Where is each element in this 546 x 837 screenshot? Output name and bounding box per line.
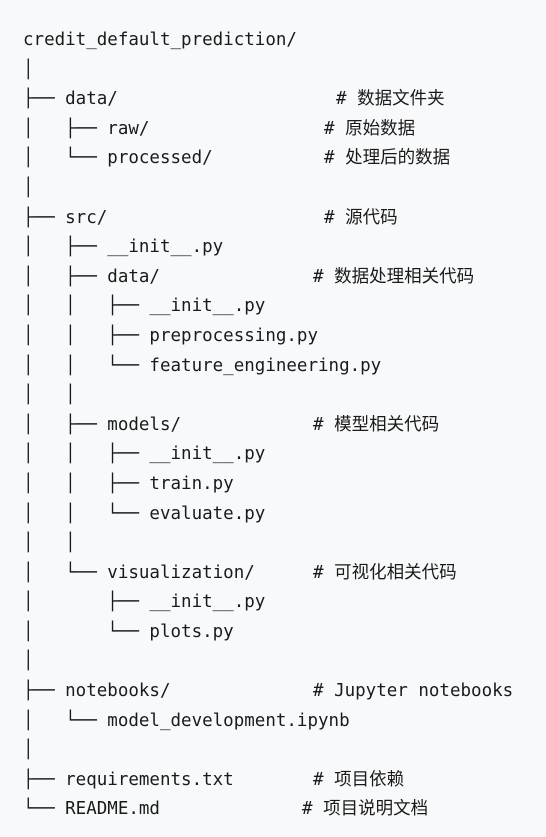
- tree-text: │ │ ├── preprocessing.py: [23, 325, 319, 346]
- code-line: ├── requirements.txt # 项目依赖: [23, 766, 546, 796]
- code-line: │ │ ├── __init__.py: [23, 292, 546, 322]
- code-line: credit_default_prediction/: [23, 26, 546, 56]
- code-line: ├── data/ # 数据文件夹: [23, 85, 546, 115]
- tree-text: │ ├── data/: [23, 266, 160, 287]
- tree-text: │: [23, 740, 34, 761]
- tree-text: └── README.md: [23, 799, 160, 820]
- code-line: │ │: [23, 381, 546, 411]
- code-line: │ └── visualization/ # 可视化相关代码: [23, 559, 546, 589]
- code-comment: # 项目说明文档: [302, 799, 429, 820]
- code-line: │ └── plots.py: [23, 618, 546, 648]
- tree-text: ├── notebooks/: [23, 681, 171, 702]
- tree-text: │ │ └── feature_engineering.py: [23, 355, 382, 376]
- tree-text: │ └── processed/: [23, 148, 213, 169]
- tree-text: │ └── plots.py: [23, 621, 234, 642]
- code-line: │ │ └── evaluate.py: [23, 500, 546, 530]
- code-comment: # 数据文件夹: [336, 89, 445, 110]
- code-line: │: [23, 647, 546, 677]
- code-line: │ ├── raw/ # 原始数据: [23, 115, 546, 145]
- code-line: │: [23, 736, 546, 766]
- code-comment: # 模型相关代码: [313, 414, 440, 435]
- tree-text: │ │ └── evaluate.py: [23, 503, 266, 524]
- code-line: │ ├── __init__.py: [23, 233, 546, 263]
- code-comment: # 可视化相关代码: [313, 562, 457, 583]
- code-line: │ │ ├── preprocessing.py: [23, 322, 546, 352]
- tree-text: │ └── visualization/: [23, 562, 255, 583]
- code-line: │: [23, 56, 546, 86]
- tree-text: │: [23, 59, 34, 80]
- code-comment: # 数据处理相关代码: [313, 266, 475, 287]
- tree-text: │: [23, 651, 34, 672]
- code-line: └── README.md # 项目说明文档: [23, 795, 546, 825]
- tree-text: credit_default_prediction/: [23, 30, 297, 50]
- tree-text: │ │ ├── train.py: [23, 473, 234, 494]
- code-line: │ │ ├── __init__.py: [23, 440, 546, 470]
- code-comment: # 处理后的数据: [324, 148, 451, 169]
- code-line: │ ├── __init__.py: [23, 588, 546, 618]
- tree-text: │ ├── raw/: [23, 118, 150, 139]
- tree-text: │ ├── __init__.py: [23, 592, 266, 613]
- tree-text: ├── requirements.txt: [23, 769, 234, 790]
- tree-text: │ ├── models/: [23, 414, 182, 435]
- code-line: │ ├── models/ # 模型相关代码: [23, 411, 546, 441]
- tree-text: │ │ ├── __init__.py: [23, 296, 266, 317]
- code-line: │: [23, 174, 546, 204]
- tree-text: │ └── model_development.ipynb: [23, 710, 350, 731]
- code-line: ├── notebooks/ # Jupyter notebooks: [23, 677, 546, 707]
- code-line: │ │: [23, 529, 546, 559]
- tree-text: ├── src/: [23, 207, 108, 228]
- code-comment: # 原始数据: [324, 118, 416, 139]
- code-line: │ │ └── feature_engineering.py: [23, 352, 546, 382]
- code-line: │ ├── data/ # 数据处理相关代码: [23, 263, 546, 293]
- code-line: │ └── processed/ # 处理后的数据: [23, 144, 546, 174]
- code-line: │ └── model_development.ipynb: [23, 707, 546, 737]
- code-line: ├── src/ # 源代码: [23, 204, 546, 234]
- tree-text: │ │: [23, 385, 76, 406]
- tree-text: │ │: [23, 533, 76, 554]
- tree-text: │ │ ├── __init__.py: [23, 444, 266, 465]
- code-comment: # 源代码: [324, 207, 398, 228]
- code-comment: # Jupyter notebooks: [313, 681, 514, 702]
- tree-text: │: [23, 177, 34, 198]
- code-line: │ │ ├── train.py: [23, 470, 546, 500]
- tree-text: ├── data/: [23, 89, 118, 110]
- code-comment: # 项目依赖: [313, 769, 405, 790]
- tree-text: │ ├── __init__.py: [23, 237, 224, 258]
